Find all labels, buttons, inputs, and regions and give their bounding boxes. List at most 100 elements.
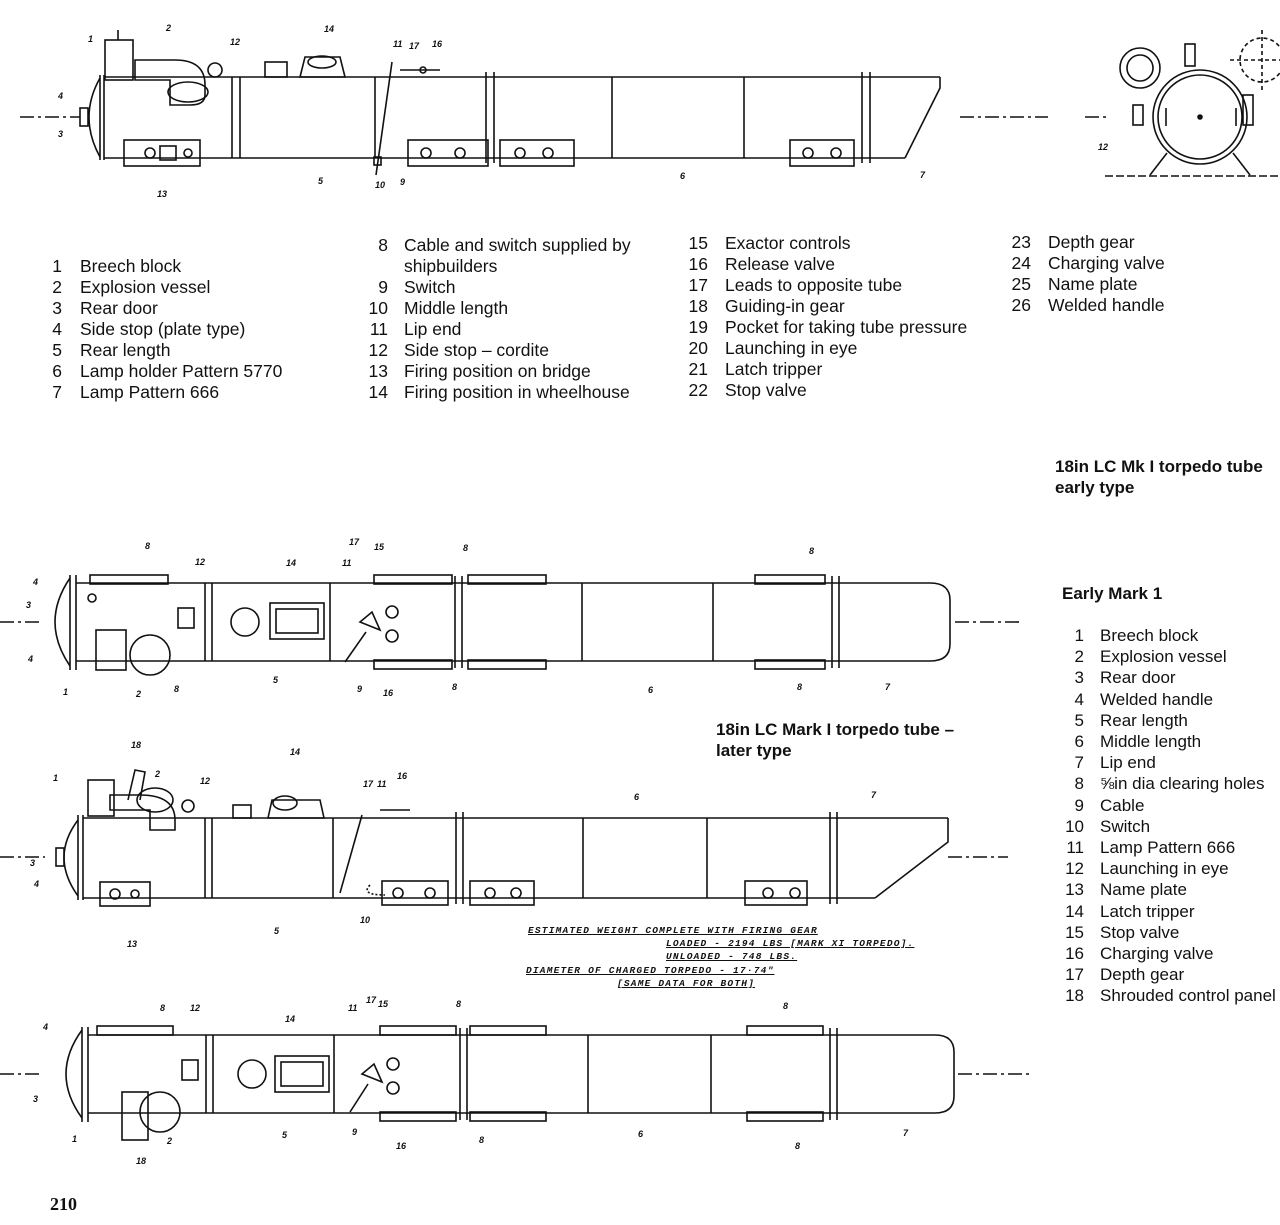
svg-text:15: 15 [374, 542, 385, 552]
svg-text:10: 10 [375, 180, 385, 190]
legend-number: 18 [1065, 986, 1084, 1006]
svg-text:6: 6 [638, 1129, 644, 1139]
legend-number: 9 [378, 277, 388, 297]
svg-text:8: 8 [797, 682, 802, 692]
svg-text:2: 2 [165, 23, 171, 33]
svg-text:14: 14 [286, 558, 296, 568]
drawing-callouts: 1 2 12 14 11 17 16 4 3 13 5 10 9 6 7 12 … [26, 23, 1108, 1166]
svg-text:16: 16 [432, 39, 443, 49]
svg-text:15: 15 [378, 999, 389, 1009]
legend-number: 8 [1074, 774, 1084, 794]
legend-label: Guiding-in gear [725, 296, 845, 316]
svg-text:1: 1 [72, 1134, 77, 1144]
legend-label: Cable and switch supplied by [404, 235, 631, 255]
legend-number: 5 [52, 340, 62, 360]
svg-text:13: 13 [127, 939, 137, 949]
legend-label: Depth gear [1100, 965, 1185, 985]
svg-text:5: 5 [274, 926, 280, 936]
legend-number: 2 [1074, 647, 1084, 667]
legend-label: Welded handle [1100, 689, 1214, 709]
legend-label: Charging valve [1048, 253, 1165, 273]
svg-text:8: 8 [452, 682, 457, 692]
svg-text:8: 8 [463, 543, 468, 553]
legend-row: 16 Charging valve [1060, 943, 1276, 964]
legend-number: 16 [1065, 944, 1084, 964]
page-number: 210 [50, 1194, 77, 1214]
early-mark-title: Early Mark 1 [1062, 584, 1163, 603]
legend-label: Pocket for taking tube pressure [725, 317, 968, 337]
drawing-note-line-3: UNLOADED - 748 LBS. [666, 951, 798, 962]
svg-text:17: 17 [409, 41, 420, 51]
svg-text:18: 18 [136, 1156, 146, 1166]
legend-number: 6 [1074, 732, 1084, 752]
legend-number: 17 [1065, 965, 1084, 985]
svg-text:11: 11 [393, 39, 402, 49]
legend-label: Charging valve [1100, 944, 1214, 964]
legend-row: 17 Depth gear [1060, 964, 1276, 985]
legend-number: 4 [1074, 689, 1084, 709]
legend-number: 1 [52, 256, 62, 276]
drawing-note-line-4: DIAMETER OF CHARGED TORPEDO - 17·74" [526, 965, 775, 976]
svg-text:4: 4 [32, 577, 38, 587]
svg-text:6: 6 [648, 685, 654, 695]
svg-text:1: 1 [53, 773, 58, 783]
svg-text:7: 7 [885, 682, 891, 692]
legend-number: 24 [1011, 253, 1031, 273]
svg-text:4: 4 [33, 879, 39, 889]
legend-label: Cable [1100, 795, 1145, 815]
svg-text:3: 3 [26, 600, 31, 610]
svg-text:9: 9 [357, 684, 362, 694]
legend-number: 3 [52, 298, 62, 318]
legend-label: Rear door [1100, 668, 1176, 688]
svg-text:3: 3 [58, 129, 63, 139]
svg-text:14: 14 [290, 747, 300, 757]
svg-text:4: 4 [27, 654, 33, 664]
legend-number: 11 [369, 319, 388, 339]
svg-text:3: 3 [33, 1094, 38, 1104]
svg-text:7: 7 [871, 790, 877, 800]
svg-text:8: 8 [145, 541, 150, 551]
legend-number: 19 [688, 317, 708, 337]
legend-label: Switch [1100, 816, 1151, 836]
svg-text:17: 17 [366, 995, 377, 1005]
caption-early-type-line-1: 18in LC Mk I torpedo tube [1055, 457, 1263, 476]
svg-text:12: 12 [195, 557, 205, 567]
legend-number: 13 [368, 361, 388, 381]
svg-text:3: 3 [30, 858, 35, 868]
legend-number: 8 [378, 235, 388, 255]
svg-text:9: 9 [352, 1127, 357, 1137]
svg-text:18: 18 [131, 740, 141, 750]
tube-bottom-plan-view-drawing [0, 1025, 1030, 1141]
legend-label: Lip end [404, 319, 462, 339]
svg-text:12: 12 [190, 1003, 200, 1013]
legend-row: 4 Welded handle [1060, 689, 1276, 710]
svg-text:2: 2 [166, 1136, 172, 1146]
svg-text:7: 7 [903, 1128, 909, 1138]
svg-text:7: 7 [920, 170, 926, 180]
legend-label: Release valve [725, 254, 835, 274]
svg-text:8: 8 [783, 1001, 788, 1011]
legend-label: Lip end [1100, 753, 1156, 773]
legend-label: Latch tripper [1100, 901, 1195, 921]
drawing-note-line-5: [SAME DATA FOR BOTH] [617, 978, 756, 989]
svg-text:16: 16 [397, 771, 408, 781]
legend-label: Explosion vessel [80, 277, 211, 297]
legend-number: 26 [1011, 295, 1031, 315]
